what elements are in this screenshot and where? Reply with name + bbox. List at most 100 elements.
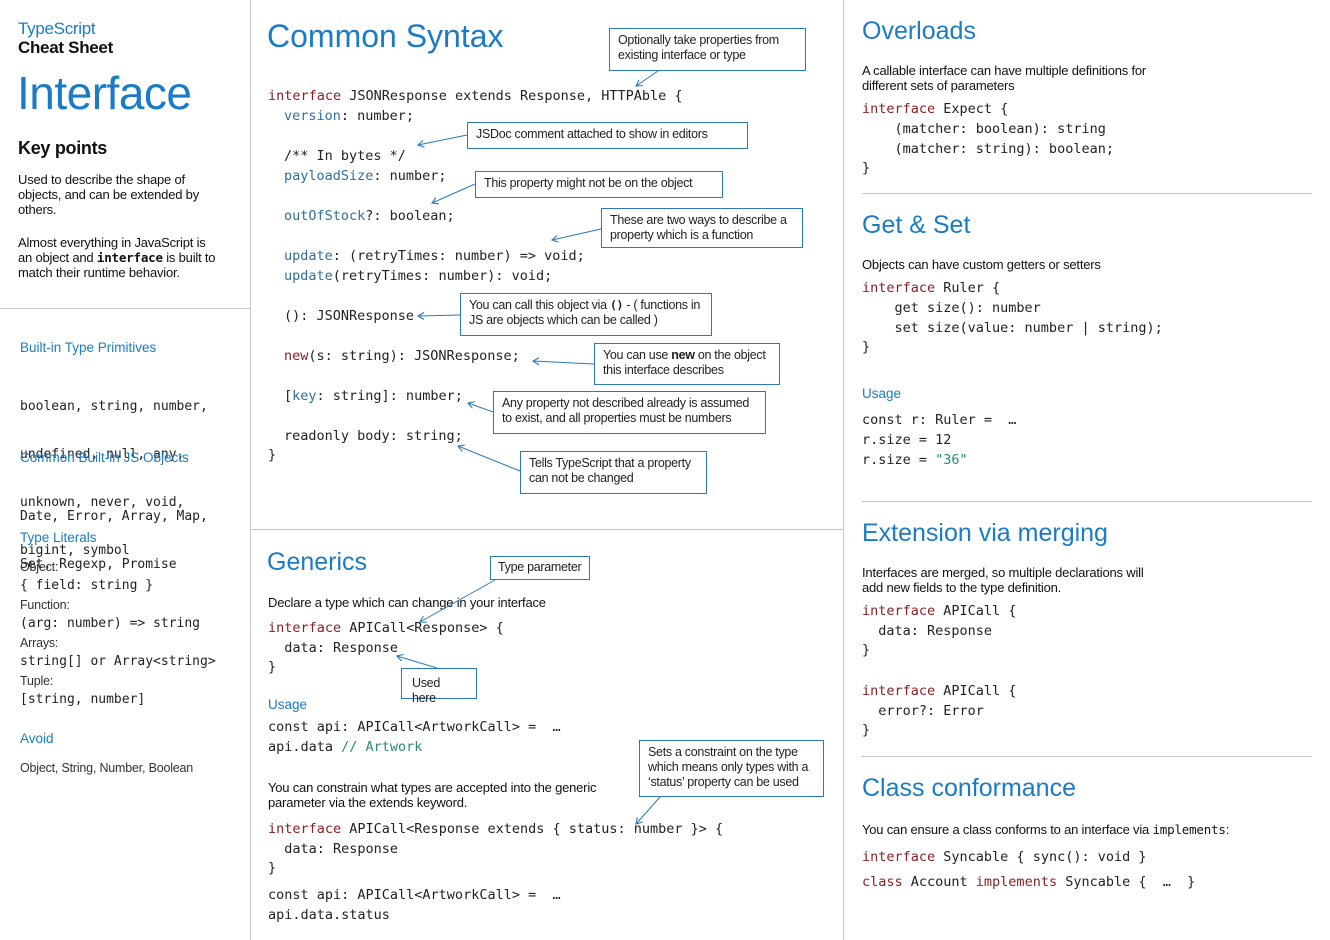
code-line: const r: Ruler = … bbox=[862, 412, 1017, 428]
type-literal-code: (arg: number) => string bbox=[20, 616, 201, 631]
keyword: interface bbox=[862, 101, 936, 117]
type-literal-label: Arrays: bbox=[20, 636, 59, 650]
arrow-callable bbox=[418, 315, 461, 316]
code-line: interface Syncable { sync(): void } bbox=[862, 849, 1146, 865]
code-line: set size(value: number | string); bbox=[862, 320, 1163, 336]
generics-title: Generics bbox=[267, 548, 368, 576]
key-points-p2-code: interface bbox=[96, 250, 163, 265]
description-text: You can ensure a class conforms to an in… bbox=[862, 822, 1153, 837]
callout-type-parameter: Type parameter bbox=[490, 556, 590, 580]
middle-divider bbox=[251, 529, 843, 530]
code-line: interface APICall<Response> { bbox=[268, 620, 504, 636]
code-comment: /** In bytes */ bbox=[284, 148, 406, 164]
property: update bbox=[284, 268, 333, 284]
description-text: : bbox=[1225, 822, 1230, 837]
code-line: outOfStock?: boolean; bbox=[284, 208, 455, 224]
primitives-line: bigint, symbol bbox=[20, 543, 130, 558]
callout-newable: You can use new on the object this inter… bbox=[594, 343, 780, 385]
callout-readonly: Tells TypeScript that a property can not… bbox=[520, 451, 707, 494]
avoid-text: Object, String, Number, Boolean bbox=[20, 761, 194, 775]
code-text: : (retryTimes: number) => void; bbox=[332, 248, 585, 264]
code-line: interface APICall { bbox=[862, 683, 1016, 699]
arrow-extends bbox=[636, 70, 659, 86]
get-set-title: Get & Set bbox=[862, 211, 971, 239]
common-syntax-title: Common Syntax bbox=[267, 18, 504, 54]
merging-title: Extension via merging bbox=[862, 519, 1108, 547]
code-line: r.size = 12 bbox=[862, 432, 952, 448]
code-text: JSONResponse extends Response, HTTPAble … bbox=[341, 88, 683, 104]
arrow-used-here bbox=[397, 656, 438, 669]
code-text: Expect { bbox=[935, 101, 1009, 117]
code-text: r.size = bbox=[862, 452, 936, 468]
type-literal-code: { field: string } bbox=[20, 578, 154, 593]
code-line: api.data // Artwork bbox=[268, 739, 422, 755]
code-line: } bbox=[268, 860, 277, 876]
keyword: interface bbox=[268, 620, 342, 636]
code-line: update(retryTimes: number): void; bbox=[284, 268, 552, 284]
code-text: APICall<Response> { bbox=[341, 620, 504, 636]
code-line: data: Response bbox=[862, 623, 993, 639]
type-literal-code: [string, number] bbox=[20, 692, 146, 707]
get-set-description: Objects can have custom getters or sette… bbox=[862, 257, 1101, 272]
key-points-p2: Almost everything in JavaScript is an ob… bbox=[18, 235, 223, 280]
code-text: APICall<Response extends { status: numbe… bbox=[341, 821, 724, 837]
code-line: (matcher: boolean): string bbox=[862, 121, 1106, 137]
arrow-index bbox=[468, 403, 494, 413]
code-line: get size(): number bbox=[862, 300, 1041, 316]
callout-jsdoc: JSDoc comment attached to show in editor… bbox=[467, 122, 748, 149]
callout-constraint: Sets a constraint on the type which mean… bbox=[639, 740, 824, 797]
builtin-objects-line: Date, Error, Array, Map, bbox=[20, 509, 208, 524]
code-comment: // Artwork bbox=[341, 739, 423, 755]
keyword: interface bbox=[862, 849, 936, 865]
type-literal-label: Object: bbox=[20, 560, 59, 574]
code-line: data: Response bbox=[268, 841, 399, 857]
class-conformance-description: You can ensure a class conforms to an in… bbox=[862, 822, 1229, 837]
primitives-line: unknown, never, void, bbox=[20, 495, 185, 510]
code-line: interface JSONResponse extends Response,… bbox=[268, 88, 683, 104]
overloads-description: A callable interface can have multiple d… bbox=[862, 63, 1147, 93]
property: key bbox=[292, 388, 317, 404]
code-line: new(s: string): JSONResponse; bbox=[284, 348, 520, 364]
code-line: } bbox=[268, 447, 277, 463]
keyword: interface bbox=[268, 821, 342, 837]
merging-description: Interfaces are merged, so multiple decla… bbox=[862, 565, 1144, 595]
callout-text: on the object this interface describes bbox=[603, 348, 766, 377]
code-line: (): JSONResponse bbox=[284, 308, 415, 324]
keyword: interface bbox=[862, 603, 936, 619]
arrow-newable bbox=[533, 361, 595, 364]
property: payloadSize bbox=[284, 168, 374, 184]
right-divider-3 bbox=[862, 756, 1312, 757]
keyword: interface bbox=[862, 683, 936, 699]
builtin-objects-list: Date, Error, Array, Map, Set, Regexp, Pr… bbox=[20, 477, 208, 605]
code-text: : number; bbox=[340, 108, 415, 124]
callout-text: You can use bbox=[603, 348, 672, 362]
class-conformance-title: Class conformance bbox=[862, 774, 1076, 802]
property: outOfStock bbox=[284, 208, 366, 224]
code-text: [ bbox=[284, 388, 293, 404]
callout-optional: This property might not be on the object bbox=[475, 171, 723, 198]
code-line: class Account implements Syncable { … } bbox=[862, 874, 1195, 890]
code-line: error?: Error bbox=[862, 703, 984, 719]
code-text: Syncable { … } bbox=[1057, 874, 1196, 890]
key-points-p2-text-a: Almost everything in JavaScript is an ob… bbox=[18, 235, 206, 265]
right-divider-1 bbox=[862, 193, 1312, 194]
get-set-usage-heading: Usage bbox=[862, 386, 902, 401]
code-line: update: (retryTimes: number) => void; bbox=[284, 248, 585, 264]
type-literal-code: string[] or Array<string> bbox=[20, 654, 216, 669]
avoid-heading: Avoid bbox=[20, 731, 54, 746]
key-points-p1: Used to describe the shape of objects, a… bbox=[18, 172, 199, 217]
callout-code: () bbox=[609, 298, 624, 312]
code-text: : number; bbox=[373, 168, 447, 184]
arrow-readonly bbox=[458, 446, 521, 472]
code-text: (s: string): JSONResponse; bbox=[308, 348, 520, 364]
arrow-function-prop bbox=[552, 228, 602, 240]
property: version bbox=[284, 108, 341, 124]
code-line: readonly body: string; bbox=[284, 428, 463, 444]
code-line: } bbox=[268, 659, 277, 675]
callout-text: - ( functions in JS are objects which ca… bbox=[469, 298, 701, 327]
keyword: new bbox=[284, 348, 309, 364]
code-line: } bbox=[862, 722, 871, 738]
code-text: APICall { bbox=[935, 603, 1017, 619]
type-literals-heading: Type Literals bbox=[20, 530, 97, 545]
description-code: implements bbox=[1152, 822, 1226, 837]
